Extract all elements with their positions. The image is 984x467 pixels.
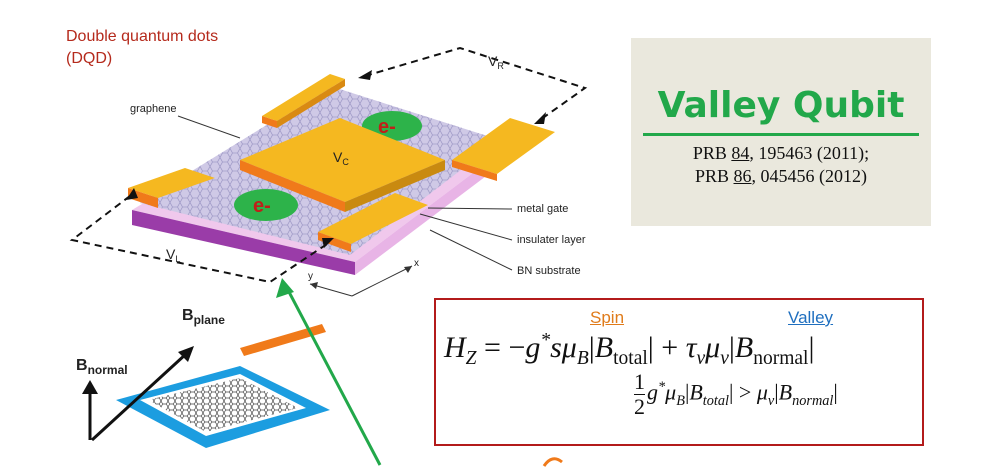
valley-qubit-title: Valley Qubit [657, 85, 905, 126]
gate-top-right [452, 118, 555, 181]
vl-circuit-line [69, 195, 331, 284]
vl-label: VL [166, 246, 180, 264]
zeeman-hamiltonian: HZ = −g*sμB|Btotal| + τvμv|Bnormal| [444, 330, 815, 369]
bn-substrate-label: BN substrate [517, 265, 581, 277]
gate-top-left [262, 74, 345, 128]
green-pointer-arrow-icon [286, 290, 382, 466]
field-gate-orange [240, 324, 326, 356]
electron-dot-bottom [234, 189, 298, 221]
reference-prb-86: PRB 86, 045456 (2012) [694, 166, 868, 186]
insulater-layer-label: insulater layer [517, 234, 586, 246]
magnetic-field-diagram: Bplane Bnormal [76, 290, 382, 466]
spin-label: Spin [590, 308, 625, 327]
gate-center [240, 118, 445, 212]
decorative-stroke [542, 457, 563, 467]
vr-label: VR [488, 53, 504, 71]
b-normal-arrow-icon [82, 380, 98, 440]
field-graphene-lattice [148, 378, 298, 432]
zeeman-equation-box: Spin Valley HZ = −g*sμB|Btotal| + τvμv|B… [434, 298, 924, 446]
axis-x-label: x [414, 258, 419, 269]
axis-y-label: y [308, 271, 313, 282]
graphene-label: graphene [130, 103, 177, 115]
green-arrowhead-icon [276, 278, 294, 298]
b-plane-label: Bplane [182, 307, 225, 327]
electron-label-bottom: e- [253, 195, 271, 217]
electron-label-top: e- [378, 116, 396, 138]
dqd-heading: Double quantum dots (DQD) [66, 26, 326, 70]
b-normal-label: Bnormal [76, 357, 128, 377]
gate-bottom-right [318, 193, 428, 252]
dqd-heading-line2: (DQD) [66, 50, 113, 67]
b-plane-arrow-icon [90, 346, 194, 442]
reference-prb-84: PRB 84, 195463 (2011); [692, 143, 870, 163]
dqd-heading-line1: Double quantum dots [66, 28, 219, 45]
metal-gate-label: metal gate [517, 203, 568, 215]
valley-label: Valley [788, 308, 834, 327]
bn-substrate-front [132, 210, 355, 275]
valley-title-underline [643, 133, 919, 136]
vc-label: VC [333, 149, 349, 167]
valley-qubit-panel: Valley Qubit PRB 84, 195463 (2011); PRB … [631, 38, 931, 226]
xy-axes [309, 265, 413, 297]
vr-circuit-line [364, 46, 588, 121]
dqd-device-diagram: e- e- VR VC VL graphene metal gate [69, 46, 588, 297]
bn-substrate-side [355, 145, 510, 275]
